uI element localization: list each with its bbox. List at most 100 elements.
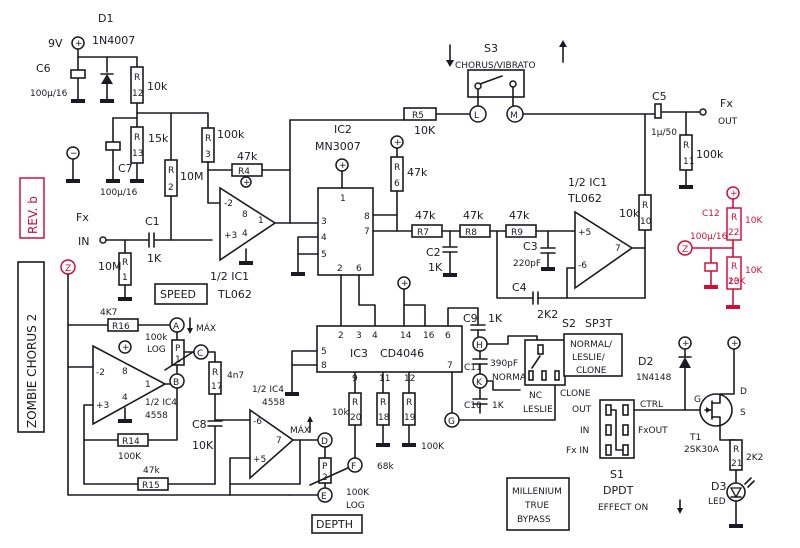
schematic-label: T1 bbox=[689, 433, 701, 443]
schematic-label: MÁX bbox=[196, 322, 216, 334]
schematic-label: + bbox=[243, 178, 251, 188]
schematic-label: 4558 bbox=[262, 398, 285, 408]
wire bbox=[403, 304, 426, 327]
schematic-label: 2 bbox=[168, 183, 174, 193]
schematic-label: IC2 bbox=[334, 123, 352, 136]
schematic-shape bbox=[605, 444, 612, 456]
bias-divider: + R 22 10K R 10K 23 10K Z C12 100µ/16 Z bbox=[60, 186, 763, 496]
schematic-label: 68k bbox=[377, 462, 394, 472]
schematic-label: H bbox=[476, 341, 483, 351]
ic3-pll: 2 3 4 14 16 6 5 8 IC3 CD4046 9 11 12 7 +… bbox=[285, 276, 556, 472]
schematic-label: 6 bbox=[356, 264, 362, 274]
revision-label: REV. b bbox=[26, 196, 40, 234]
schematic-label: R8 bbox=[465, 228, 477, 238]
schematic-label: 390pF bbox=[490, 359, 518, 369]
schematic-label: 18 bbox=[378, 413, 390, 423]
schematic-label: IN bbox=[78, 235, 89, 248]
wire bbox=[719, 348, 735, 395]
schematic-label: R5 bbox=[412, 111, 424, 121]
schematic-label: E bbox=[321, 492, 327, 502]
schematic-shape bbox=[537, 344, 544, 355]
schematic-label: 5 bbox=[321, 250, 327, 260]
schematic-label: G bbox=[448, 417, 455, 427]
c7-capacitor-icon bbox=[105, 141, 121, 151]
schematic-label: CLONE bbox=[560, 389, 591, 399]
schematic-label: P bbox=[322, 462, 328, 472]
schematic-label: R bbox=[683, 141, 689, 151]
schematic-label: C8 bbox=[192, 418, 207, 431]
schematic-label: C1 bbox=[145, 215, 160, 228]
schematic-label: C10 bbox=[464, 401, 482, 411]
wire bbox=[531, 355, 541, 369]
schematic-label: C4 bbox=[512, 281, 527, 294]
schematic-shape bbox=[729, 487, 743, 499]
arrow-down-icon bbox=[677, 508, 683, 514]
schematic-label: 8 bbox=[122, 367, 128, 377]
schematic-shape bbox=[19, 177, 45, 239]
r23-resistor-icon bbox=[726, 256, 742, 290]
schematic-label: 1 bbox=[258, 216, 264, 226]
wire bbox=[631, 247, 646, 299]
wire bbox=[147, 387, 178, 441]
schematic-label: S3 bbox=[484, 42, 498, 55]
schematic-label: 7 bbox=[276, 436, 282, 446]
schematic-label: R bbox=[406, 398, 412, 408]
schematic-label: 3 bbox=[356, 331, 362, 341]
schematic-label: S bbox=[740, 408, 746, 418]
schematic-label: P bbox=[175, 344, 181, 354]
c5-capacitor-icon bbox=[654, 103, 662, 119]
ic1b-opamp-icon bbox=[574, 210, 634, 290]
ic1a-opamp-icon bbox=[219, 186, 277, 262]
schematic-label: 1N4007 bbox=[92, 34, 135, 47]
schematic-label: 100µ/16 bbox=[100, 188, 138, 198]
depth-section: 1/2 IC4 4558 -6 +5 7 MÁX D P 2 F E 100K … bbox=[229, 385, 370, 534]
ic2-bbd: IC2 MN3007 + 1 3 4 5 8 7 2 6 + R 6 47k bbox=[291, 123, 428, 327]
schematic-label: R16 bbox=[112, 322, 130, 332]
schematic-label: 1/2 IC1 bbox=[210, 270, 249, 283]
schematic-label: 4K7 bbox=[100, 308, 117, 318]
schematic-label: LOG bbox=[346, 501, 365, 511]
schematic-label: +3 bbox=[224, 231, 237, 241]
schematic-label: 6 bbox=[445, 331, 451, 341]
schematic-label: 4558 bbox=[145, 411, 168, 421]
schematic-label: + bbox=[682, 339, 690, 349]
wire bbox=[486, 380, 521, 391]
schematic-label: C9 bbox=[463, 312, 478, 325]
schematic-label: 47k bbox=[237, 150, 258, 163]
schematic-label: OUT bbox=[718, 117, 738, 127]
wire bbox=[447, 307, 479, 327]
schematic-label: 4 bbox=[122, 393, 128, 403]
schematic-label: 2K2 bbox=[746, 453, 763, 463]
schematic-label: R bbox=[205, 134, 211, 144]
wire bbox=[610, 409, 624, 451]
r22-resistor-icon bbox=[726, 207, 742, 241]
depth-label: DEPTH bbox=[316, 518, 353, 531]
schematic-label: 10K bbox=[745, 266, 763, 276]
schematic-label: 1K bbox=[492, 401, 505, 411]
schematic-label: 10M bbox=[180, 170, 204, 183]
schematic-label: TRUE bbox=[524, 501, 549, 511]
wire bbox=[229, 457, 251, 496]
schematic-label: CHORUS/VIBRATO bbox=[455, 61, 536, 71]
schematic-label: D bbox=[321, 437, 328, 447]
speed-label: SPEED bbox=[160, 288, 196, 301]
schematic-label: 47k bbox=[509, 209, 530, 222]
ic4a-opamp-icon bbox=[92, 344, 167, 426]
r6-resistor-icon bbox=[390, 156, 404, 192]
arrow-up-icon bbox=[559, 40, 567, 47]
schematic-label: TL062 bbox=[217, 288, 252, 301]
schematic-label: 47k bbox=[407, 166, 428, 179]
schematic-label: CTRL bbox=[640, 400, 663, 410]
schematic-label: -6 bbox=[578, 261, 587, 271]
schematic-label: 4 bbox=[372, 331, 378, 341]
d1-diode-icon bbox=[101, 74, 113, 84]
schematic-label: NC bbox=[529, 391, 542, 401]
fx-in-jack-icon bbox=[99, 236, 107, 244]
schematic-label: R4 bbox=[238, 167, 250, 177]
schematic-label: CLONE bbox=[576, 366, 607, 376]
schematic-label: 3 bbox=[321, 217, 327, 227]
schematic-label: 1/2 IC1 bbox=[568, 176, 607, 189]
schematic-label: 100K bbox=[346, 488, 370, 498]
ic3-chip bbox=[316, 325, 463, 373]
